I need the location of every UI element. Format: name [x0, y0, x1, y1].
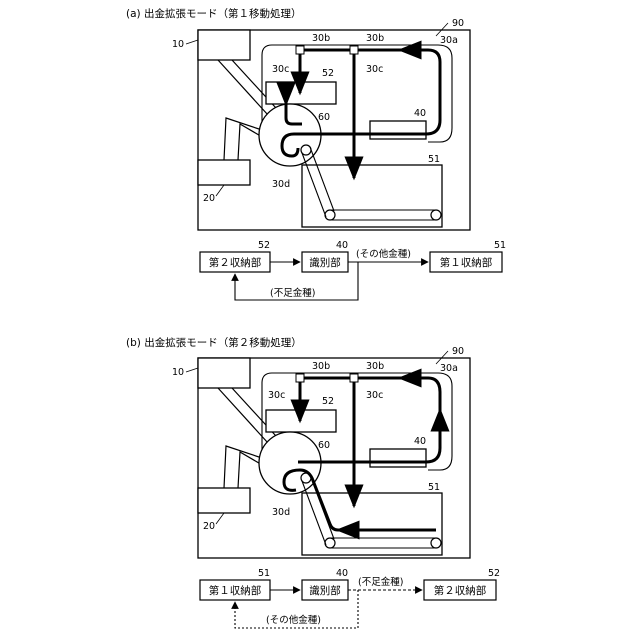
gate-right — [350, 374, 358, 382]
ref-20: 20 — [203, 521, 215, 532]
panel-a: (a) 出金拡張モード（第１移動処理） — [126, 7, 506, 300]
flow-b-mid-label: 識別部 — [309, 584, 341, 597]
ref-30b-left: 30b — [312, 361, 330, 372]
flow-b-right-ref: 52 — [488, 568, 500, 579]
ref-51-machine: 51 — [428, 482, 440, 493]
flow-b-bottom-edge-label: (その他金種) — [266, 614, 321, 626]
panel-b: (b) 出金拡張モード（第２移動処理） — [126, 336, 500, 628]
ref-52-machine: 52 — [322, 68, 334, 79]
gate-right — [350, 46, 358, 54]
flow-a-mid-label: 識別部 — [309, 256, 341, 269]
ref-90: 90 — [452, 346, 464, 357]
ref-90: 90 — [452, 18, 464, 29]
flow-a-top-edge-label: (その他金種) — [356, 248, 411, 260]
ref-60: 60 — [318, 112, 330, 123]
panel-a-machine — [198, 30, 470, 230]
ref-30c-left: 30c — [272, 64, 289, 75]
ref-30d: 30d — [272, 507, 290, 518]
roller-right — [431, 210, 441, 220]
ref-10: 10 — [172, 367, 184, 378]
unit-20 — [198, 488, 250, 513]
discriminator-40 — [370, 121, 426, 139]
unit-20 — [198, 160, 250, 185]
ref-30a: 30a — [440, 363, 458, 374]
flow-b-left-label: 第１収納部 — [209, 584, 262, 597]
ref-30b-right: 30b — [366, 361, 384, 372]
gate-left — [296, 374, 304, 382]
ref-40-machine: 40 — [414, 108, 426, 119]
ref-51-machine: 51 — [428, 154, 440, 165]
roller-left — [325, 210, 335, 220]
unit-10 — [198, 30, 250, 60]
panel-b-title: (b) 出金拡張モード（第２移動処理） — [126, 336, 302, 349]
ref-30d: 30d — [272, 179, 290, 190]
discriminator-40 — [370, 449, 426, 467]
chute-lower — [224, 118, 264, 160]
flow-a-mid-ref: 40 — [336, 240, 348, 251]
roller-left — [325, 538, 335, 548]
flow-b-mid-ref: 40 — [336, 568, 348, 579]
ref-30a: 30a — [440, 35, 458, 46]
flow-b-left-ref: 51 — [258, 568, 270, 579]
chute-lower — [224, 446, 264, 488]
roller-right — [431, 538, 441, 548]
ref-30c-right: 30c — [366, 64, 383, 75]
ref-30c-left: 30c — [268, 390, 285, 401]
flow-a-right-label: 第１収納部 — [440, 256, 493, 269]
ref-52-machine: 52 — [322, 396, 334, 407]
ref-10: 10 — [172, 39, 184, 50]
flow-b-top-edge-label: (不足金種) — [358, 576, 403, 588]
gate-left — [296, 46, 304, 54]
storage-51 — [302, 165, 442, 227]
panel-b-flow: 第１収納部 51 識別部 40 第２収納部 52 (不足金種) (その他金種) — [200, 568, 500, 628]
ref-60: 60 — [318, 440, 330, 451]
panel-a-flow: 第２収納部 52 識別部 40 第１収納部 51 (その他金種) (不足金種) — [200, 240, 506, 300]
ref-20: 20 — [203, 193, 215, 204]
unit-10 — [198, 358, 250, 388]
panel-b-machine — [198, 358, 470, 558]
flow-a-bottom-edge-label: (不足金種) — [270, 287, 315, 299]
flow-a-right-ref: 51 — [494, 240, 506, 251]
ref-30b-left: 30b — [312, 33, 330, 44]
ref-30c-right: 30c — [366, 390, 383, 401]
ref-40-machine: 40 — [414, 436, 426, 447]
flow-b-right-label: 第２収納部 — [434, 584, 487, 597]
ref-30b-right: 30b — [366, 33, 384, 44]
panel-a-title: (a) 出金拡張モード（第１移動処理） — [126, 7, 301, 20]
flow-a-left-ref: 52 — [258, 240, 270, 251]
flow-a-left-label: 第２収納部 — [209, 256, 262, 269]
